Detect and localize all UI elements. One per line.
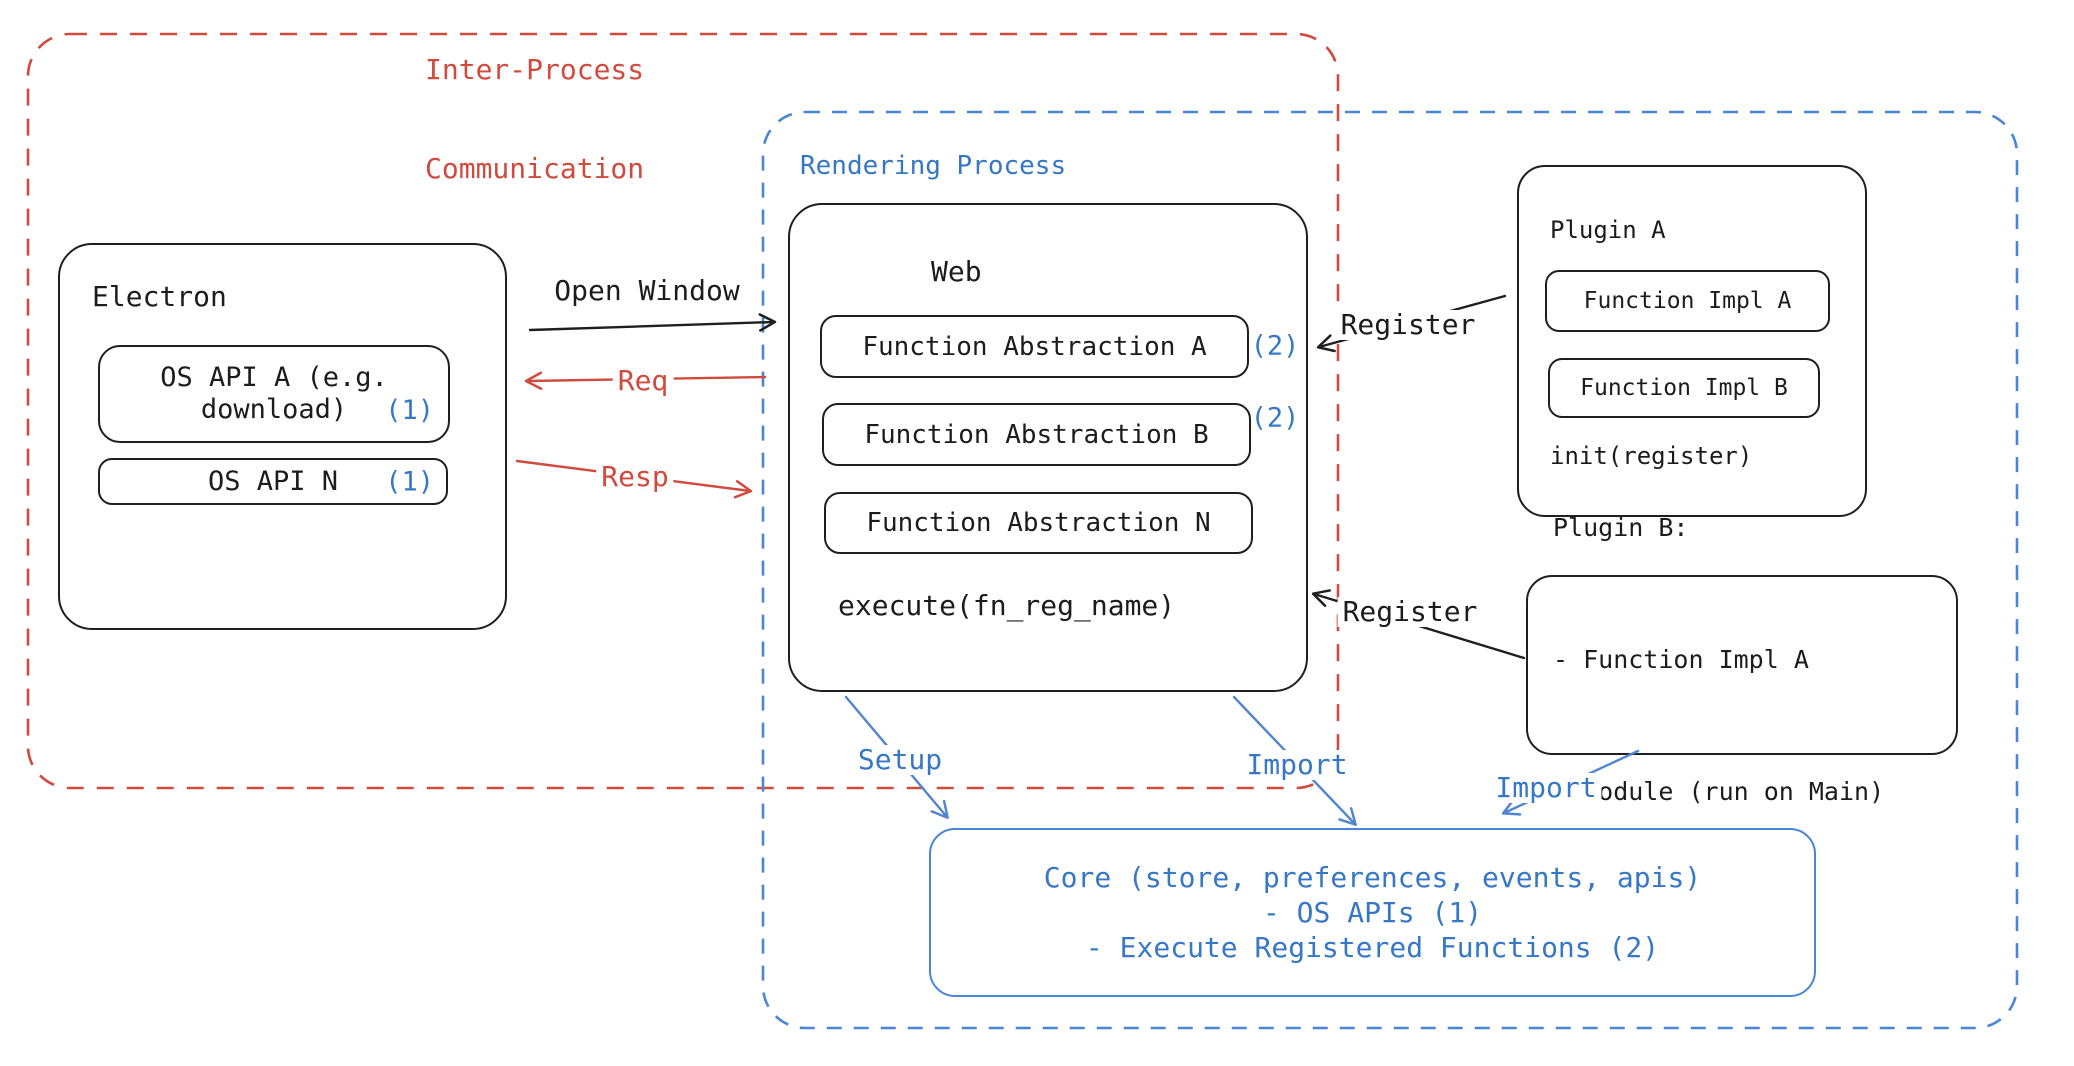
fn-abstraction-n-label: Function Abstraction N	[866, 508, 1211, 538]
open-window-label: Open Window	[549, 276, 745, 306]
fn-impl-a-label: Function Impl A	[1583, 288, 1792, 314]
ipc-region-label-line1: Inter-Process	[425, 53, 645, 86]
os-api-a-label-line2: download)	[200, 394, 348, 425]
ipc-region-label: Inter-Process Communication	[425, 0, 644, 251]
core-line1: Core (store, preferences, events, apis)	[1043, 861, 1702, 894]
fn-impl-a-box: Function Impl A	[1545, 270, 1830, 332]
electron-title: Electron	[92, 279, 227, 313]
fn-abstraction-n-box: Function Abstraction N	[824, 492, 1253, 554]
fn-abstraction-b-box: Function Abstraction B	[822, 403, 1251, 466]
register-b-label: Register	[1337, 597, 1483, 627]
req-label: Req	[612, 366, 674, 396]
register-a-label: Register	[1335, 310, 1481, 340]
os-api-a-label-line1: OS API A (e.g.	[160, 362, 388, 393]
core-line2: - OS APIs (1)	[1262, 896, 1483, 929]
fn-impl-b-box: Function Impl B	[1548, 358, 1820, 418]
plugin-b-line3: - Module (run on Main)	[1553, 777, 1885, 806]
fn-abstraction-a-box: Function Abstraction A	[820, 315, 1249, 378]
core-line3: - Execute Registered Functions (2)	[1085, 931, 1660, 964]
fn-abstraction-a-label: Function Abstraction A	[862, 331, 1207, 362]
plugin-b-line2: - Function Impl A	[1553, 645, 1809, 674]
os-api-n-label: OS API N	[207, 466, 339, 497]
os-api-n-badge: (1)	[385, 466, 434, 497]
import-plugin-label: Import	[1490, 773, 1602, 803]
fn-impl-b-label: Function Impl B	[1580, 375, 1788, 401]
setup-label: Setup	[852, 745, 948, 775]
import-web-label: Import	[1241, 750, 1353, 780]
os-api-a-box: OS API A (e.g. download) (1)	[98, 345, 450, 443]
fn-abstraction-b-label: Function Abstraction B	[864, 419, 1209, 450]
fn-abstraction-a-badge: (2)	[1250, 330, 1300, 362]
fn-abstraction-b-badge: (2)	[1250, 402, 1300, 434]
execute-label: execute(fn_reg_name)	[838, 588, 1176, 622]
os-api-a-badge: (1)	[385, 395, 434, 426]
ipc-region-label-line2: Communication	[425, 152, 645, 185]
plugin-a-title: Plugin A	[1550, 216, 1666, 245]
os-api-n-box: OS API N (1)	[98, 458, 448, 505]
arrow-open-window	[528, 313, 777, 332]
core-box: Core (store, preferences, events, apis) …	[929, 828, 1816, 997]
web-title: Web	[931, 254, 982, 288]
rendering-region-label: Rendering Process	[800, 151, 1067, 182]
plugin-b-line1: Plugin B:	[1553, 513, 1689, 542]
resp-label: Resp	[596, 462, 674, 492]
